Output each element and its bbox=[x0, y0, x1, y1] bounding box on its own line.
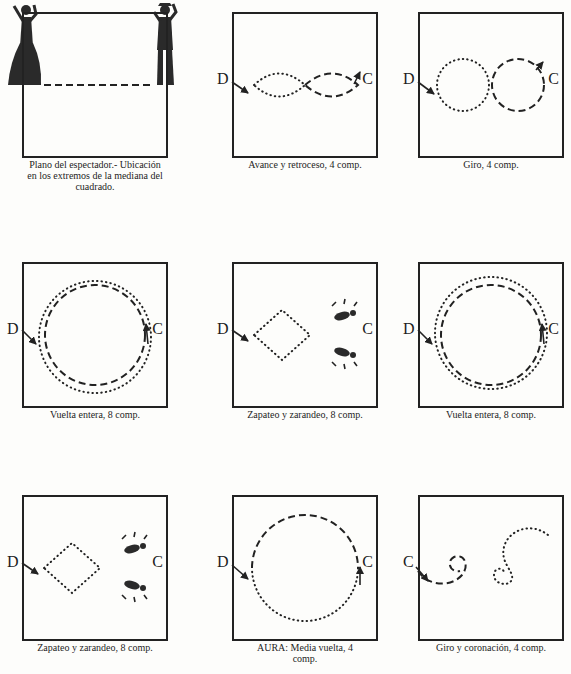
position-letter: C bbox=[548, 320, 559, 338]
position-letter: D bbox=[403, 320, 415, 338]
dancers-figure bbox=[8, 3, 176, 85]
position-letter: C bbox=[403, 553, 414, 571]
dance-figure-panel: Plano del espectador.- Ubicación en los … bbox=[22, 12, 168, 158]
direction-arrow bbox=[232, 565, 248, 579]
path-figure bbox=[232, 72, 360, 97]
position-letter: D bbox=[217, 70, 229, 88]
dancer-man bbox=[167, 49, 174, 85]
dancer-man bbox=[158, 3, 172, 6]
direction-arrow bbox=[22, 330, 36, 344]
dancer-man bbox=[157, 17, 173, 50]
dance-figure-panel: DCGiro, 4 comp. bbox=[418, 12, 564, 158]
woman-path bbox=[39, 281, 151, 393]
path-figure bbox=[232, 515, 360, 621]
position-letter: D bbox=[217, 320, 229, 338]
position-letter: C bbox=[548, 70, 559, 88]
path-figure bbox=[416, 528, 548, 584]
dancer-man bbox=[157, 49, 163, 85]
position-letter: D bbox=[217, 553, 229, 571]
position-letter: C bbox=[152, 553, 163, 571]
woman-path bbox=[418, 556, 466, 583]
position-letter: D bbox=[7, 320, 19, 338]
figure-caption: Zapateo y zarandeo, 8 comp. bbox=[246, 409, 364, 420]
position-letter: C bbox=[362, 70, 373, 88]
position-letter: D bbox=[403, 70, 415, 88]
dancer-woman bbox=[8, 43, 41, 85]
woman-path bbox=[254, 74, 305, 97]
dance-figure-panel: DCAURA: Media vuelta, 4 comp. bbox=[232, 495, 378, 641]
figure-caption: Plano del espectador.- Ubicación en los … bbox=[25, 159, 165, 192]
direction-arrow bbox=[354, 72, 360, 84]
dance-figure-panel: DCVuelta entera, 8 comp. bbox=[418, 262, 564, 408]
dance-figure-panel: DCZapateo y zarandeo, 8 comp. bbox=[232, 262, 378, 408]
dance-figure-panel: DCAvance y retroceso, 4 comp. bbox=[232, 12, 378, 158]
direction-arrow bbox=[146, 324, 148, 344]
man-path bbox=[305, 74, 358, 97]
direction-arrow bbox=[542, 324, 544, 344]
path-figure bbox=[232, 299, 357, 369]
woman-path bbox=[254, 310, 310, 360]
path-figure bbox=[22, 532, 147, 602]
path-figure bbox=[418, 59, 544, 111]
figure-caption: Zapateo y zarandeo, 8 comp. bbox=[36, 642, 154, 653]
figure-caption: AURA: Media vuelta, 4 comp. bbox=[246, 642, 364, 664]
woman-path bbox=[437, 59, 489, 111]
man-path bbox=[441, 285, 541, 385]
man-path bbox=[492, 59, 544, 111]
direction-arrow bbox=[536, 62, 543, 70]
direction-arrow bbox=[418, 330, 432, 344]
woman-path bbox=[44, 543, 100, 593]
man-path bbox=[252, 515, 358, 568]
position-letter: C bbox=[362, 553, 373, 571]
man-path bbox=[45, 285, 145, 385]
figure-caption: Giro, 4 comp. bbox=[432, 159, 550, 170]
figure-caption: Vuelta entera, 8 comp. bbox=[36, 409, 154, 420]
figure-caption: Giro y coronación, 4 comp. bbox=[432, 642, 550, 653]
figure-caption: Avance y retroceso, 4 comp. bbox=[246, 159, 364, 170]
dance-figure-panel: DCVuelta entera, 8 comp. bbox=[22, 262, 168, 408]
direction-arrow bbox=[232, 82, 248, 93]
footprints bbox=[122, 532, 147, 602]
footprints bbox=[332, 299, 357, 369]
dance-figure-panel: CGiro y coronación, 4 comp. bbox=[418, 495, 564, 641]
man-path bbox=[494, 528, 548, 584]
direction-arrow bbox=[232, 330, 248, 341]
figure-caption: Vuelta entera, 8 comp. bbox=[432, 409, 550, 420]
woman-path bbox=[435, 277, 547, 389]
path-figure bbox=[22, 281, 151, 393]
woman-path bbox=[252, 568, 358, 621]
direction-arrow bbox=[359, 567, 361, 585]
position-letter: C bbox=[152, 320, 163, 338]
direction-arrow bbox=[22, 563, 38, 574]
position-letter: C bbox=[362, 320, 373, 338]
median-line bbox=[44, 84, 154, 86]
direction-arrow bbox=[418, 82, 434, 94]
dancer-man bbox=[169, 4, 176, 21]
position-letter: D bbox=[7, 553, 19, 571]
dance-figure-panel: DCZapateo y zarandeo, 8 comp. bbox=[22, 495, 168, 641]
path-figure bbox=[418, 277, 547, 389]
